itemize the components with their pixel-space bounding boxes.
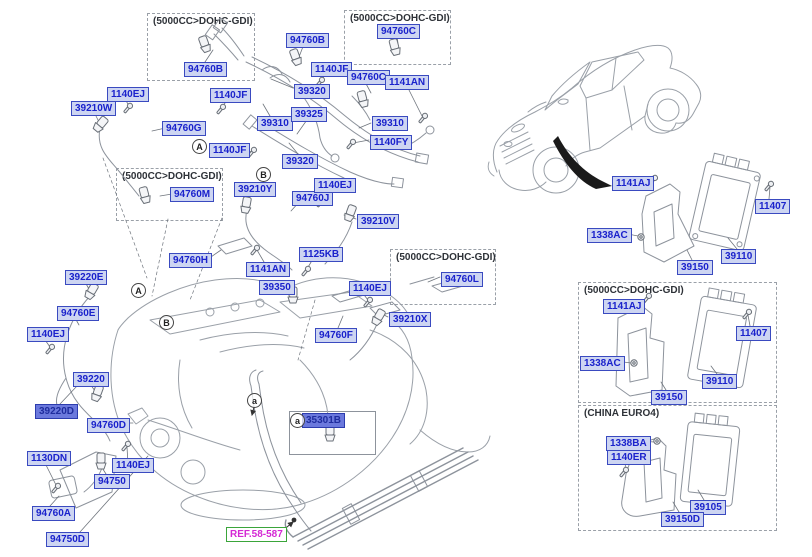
ecu-illustration-euro4 (621, 412, 741, 517)
part-label-39150d[interactable]: 39150D (661, 512, 705, 527)
part-label-1125kb[interactable]: 1125KB (299, 247, 344, 262)
part-label-1141aj[interactable]: 1141AJ (603, 299, 646, 314)
car-illustration (487, 45, 702, 194)
part-label-94760m[interactable]: 94760M (170, 187, 215, 202)
part-label-39310[interactable]: 39310 (372, 116, 408, 131)
part-label-11407[interactable]: 11407 (755, 199, 791, 214)
part-label-39220e[interactable]: 39220E (65, 270, 108, 285)
part-label-1140ej[interactable]: 1140EJ (107, 87, 149, 102)
part-label-94760a[interactable]: 94760A (32, 506, 76, 521)
group-box-title: (5000CC>DOHC-GDI) (396, 252, 496, 263)
group-box-dohc-gdi-mid: (5000CC>DOHC-GDI) (390, 249, 496, 305)
part-label-1140ej[interactable]: 1140EJ (112, 458, 154, 473)
part-label-94760j[interactable]: 94760J (292, 191, 334, 206)
callout-marker-a: a (247, 393, 262, 408)
marker-a-arrow (250, 406, 257, 416)
part-label-1140er[interactable]: 1140ER (607, 450, 651, 465)
part-label-39210y[interactable]: 39210Y (234, 182, 277, 197)
fuel-line-illustration (249, 369, 479, 550)
group-box-china-euro4: (CHINA EURO4) (578, 405, 777, 531)
part-label-94760b[interactable]: 94760B (184, 62, 228, 77)
part-label-39310[interactable]: 39310 (257, 116, 293, 131)
locator-arrow (553, 136, 612, 189)
part-label-39210v[interactable]: 39210V (357, 214, 400, 229)
part-label-94760d[interactable]: 94760D (87, 418, 131, 433)
callout-marker-a: a (290, 413, 305, 428)
part-label-1141aj[interactable]: 1141AJ (612, 176, 655, 191)
part-label-1140ej[interactable]: 1140EJ (27, 327, 69, 342)
part-label-94760f[interactable]: 94760F (315, 328, 357, 343)
part-label-1140jf[interactable]: 1140JF (210, 88, 252, 103)
part-label-39150[interactable]: 39150 (677, 260, 713, 275)
part-label-94750d[interactable]: 94750D (46, 532, 90, 547)
callout-marker-a: A (192, 139, 207, 154)
group-box-title: (5000CC>DOHC-GDI) (122, 171, 222, 182)
part-label-94760c[interactable]: 94760C (377, 24, 421, 39)
part-label-1140jf[interactable]: 1140JF (209, 143, 251, 158)
part-label-39325[interactable]: 39325 (291, 107, 327, 122)
part-label-ref-58-587[interactable]: REF.58-587 (226, 527, 287, 542)
part-label-94760b[interactable]: 94760B (286, 33, 330, 48)
group-box-title: (5000CC>DOHC-GDI) (350, 13, 450, 24)
part-label-1140ej[interactable]: 1140EJ (349, 281, 391, 296)
part-label-39320[interactable]: 39320 (282, 154, 318, 169)
hardware-glyphs (45, 35, 775, 494)
part-label-39110[interactable]: 39110 (702, 374, 738, 389)
part-label-94750[interactable]: 94750 (94, 474, 130, 489)
part-label-1338ac[interactable]: 1338AC (587, 228, 632, 243)
callout-marker-a: A (131, 283, 146, 298)
part-label-94760l[interactable]: 94760L (441, 272, 483, 287)
group-box-title: (5000CC>DOHC-GDI) (153, 16, 253, 27)
part-label-1140fy[interactable]: 1140FY (370, 135, 413, 150)
part-label-1140ej[interactable]: 1140EJ (314, 178, 356, 193)
part-label-39350[interactable]: 39350 (259, 280, 295, 295)
callout-marker-b: B (256, 167, 271, 182)
part-label-35301b[interactable]: 35301B (302, 413, 346, 428)
part-label-94760g[interactable]: 94760G (162, 121, 206, 136)
part-label-39150[interactable]: 39150 (651, 390, 687, 405)
part-label-39210w[interactable]: 39210W (71, 101, 117, 116)
part-label-1140jf[interactable]: 1140JF (311, 62, 353, 77)
ecu-illustration-main (641, 152, 761, 263)
part-label-1141an[interactable]: 1141AN (246, 262, 291, 277)
group-box-dohc-gdi-top-mid: (5000CC>DOHC-GDI) (344, 10, 451, 65)
part-label-1338ac[interactable]: 1338AC (580, 356, 625, 371)
group-box-title: (5000CC>DOHC-GDI) (584, 285, 684, 296)
part-label-1338ba[interactable]: 1338BA (606, 436, 651, 451)
part-label-11407[interactable]: 11407 (736, 326, 772, 341)
part-label-94760h[interactable]: 94760H (169, 253, 213, 268)
group-box-dohc-gdi-top-left: (5000CC>DOHC-GDI) (147, 13, 255, 81)
part-label-1141an[interactable]: 1141AN (385, 75, 430, 90)
group-box-title: (CHINA EURO4) (584, 408, 660, 419)
part-label-39110[interactable]: 39110 (721, 249, 757, 264)
part-label-94760c[interactable]: 94760C (347, 70, 391, 85)
part-label-39220d[interactable]: 39220D (35, 404, 79, 419)
part-label-1130dn[interactable]: 1130DN (27, 451, 72, 466)
group-box-35301b (289, 411, 376, 455)
part-label-39210x[interactable]: 39210X (389, 312, 432, 327)
part-label-39105[interactable]: 39105 (690, 500, 726, 515)
part-label-39320[interactable]: 39320 (294, 84, 330, 99)
part-label-94760e[interactable]: 94760E (57, 306, 100, 321)
callout-marker-b: B (159, 315, 174, 330)
part-label-39220[interactable]: 39220 (73, 372, 109, 387)
